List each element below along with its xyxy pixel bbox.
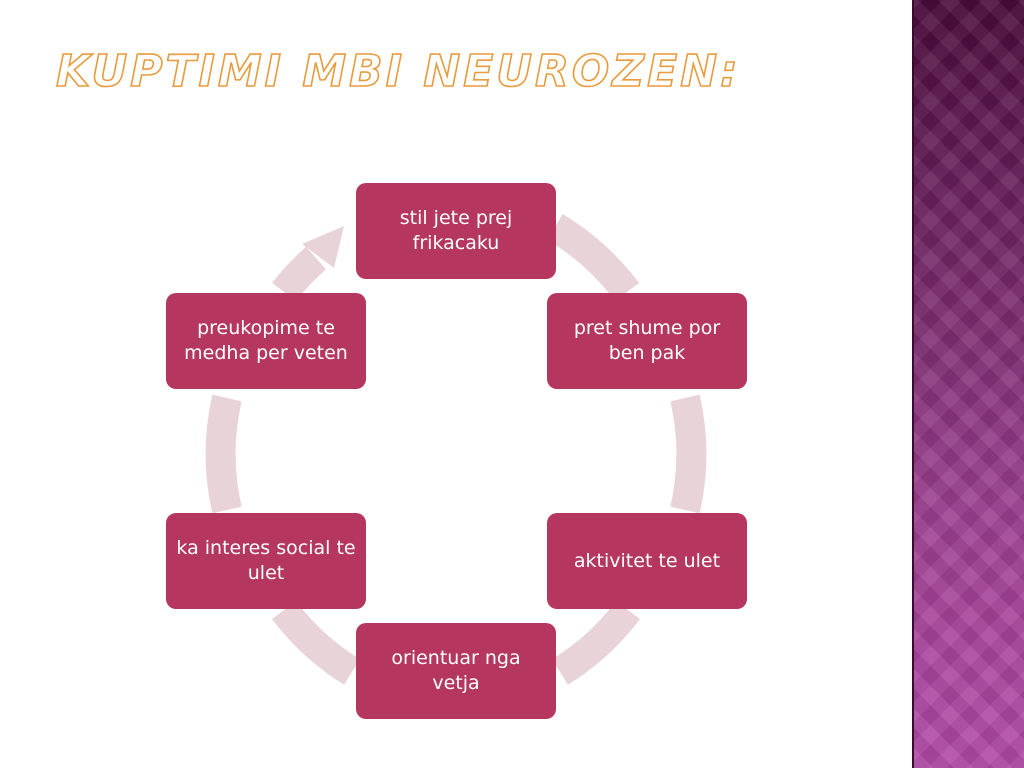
ring-segment (670, 394, 707, 514)
cycle-node-1: stil jete prej frikacaku (356, 183, 556, 279)
cycle-arrowhead-icon (302, 226, 344, 268)
decorative-sidebar (912, 0, 1024, 768)
ring-segment (547, 214, 640, 302)
ring-segment (272, 600, 361, 685)
cycle-node-6: preukopime te medha per veten (166, 293, 366, 389)
ring-segment (205, 394, 242, 514)
slide-title: KUPTIMI MBI NEUROZEN: (55, 46, 741, 97)
cycle-node-5: ka interes social te ulet (166, 513, 366, 609)
cycle-node-2: pret shume por ben pak (547, 293, 747, 389)
ring-segment (551, 600, 640, 685)
cycle-node-4: orientuar nga vetja (356, 623, 556, 719)
ring-segment (272, 246, 327, 302)
cycle-ring (205, 214, 707, 685)
cycle-node-3: aktivitet te ulet (547, 513, 747, 609)
